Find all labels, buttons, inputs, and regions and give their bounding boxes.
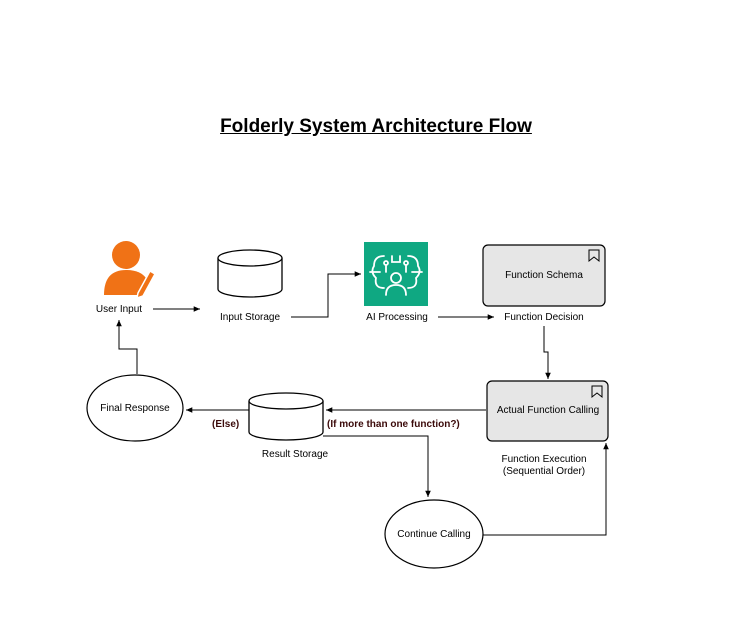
result-storage-label: Result Storage bbox=[261, 449, 329, 460]
edges bbox=[116, 271, 609, 536]
edge-result-storage-to-continue bbox=[323, 435, 431, 497]
user-input-label: User Input bbox=[95, 304, 143, 315]
bookmark-icon bbox=[591, 385, 603, 399]
ai-processing-label: AI Processing bbox=[366, 312, 428, 323]
function-execution-label-line1: Function Execution bbox=[501, 454, 587, 465]
edge-continue-to-calling bbox=[483, 443, 609, 536]
final-response-label: Final Response bbox=[100, 403, 170, 414]
user-edit-icon bbox=[104, 241, 157, 300]
diagram-title: Folderly System Architecture Flow bbox=[220, 116, 532, 137]
edge-decision-to-calling bbox=[543, 326, 551, 379]
actual-function-calling-label: Actual Function Calling bbox=[496, 405, 600, 416]
final-response-ellipse bbox=[86, 374, 184, 442]
result-storage-cylinder bbox=[248, 392, 324, 441]
continue-calling-label: Continue Calling bbox=[397, 529, 471, 540]
edge-final-to-user bbox=[116, 320, 138, 374]
edge-input-storage-to-ai bbox=[291, 271, 361, 318]
more-than-one-edge-label: (If more than one function?) bbox=[327, 419, 460, 430]
function-schema-label: Function Schema bbox=[505, 270, 583, 281]
function-decision-label: Function Decision bbox=[504, 312, 584, 323]
else-edge-label: (Else) bbox=[212, 419, 240, 430]
actual-function-calling-box bbox=[486, 380, 609, 442]
ai-brain-person-icon bbox=[364, 242, 428, 306]
bookmark-icon bbox=[588, 249, 600, 263]
function-schema-box bbox=[482, 244, 606, 307]
function-execution-label-line2: (Sequential Order) bbox=[502, 466, 586, 477]
input-storage-cylinder bbox=[217, 249, 283, 298]
continue-calling-ellipse bbox=[384, 499, 484, 569]
input-storage-label: Input Storage bbox=[219, 312, 281, 323]
